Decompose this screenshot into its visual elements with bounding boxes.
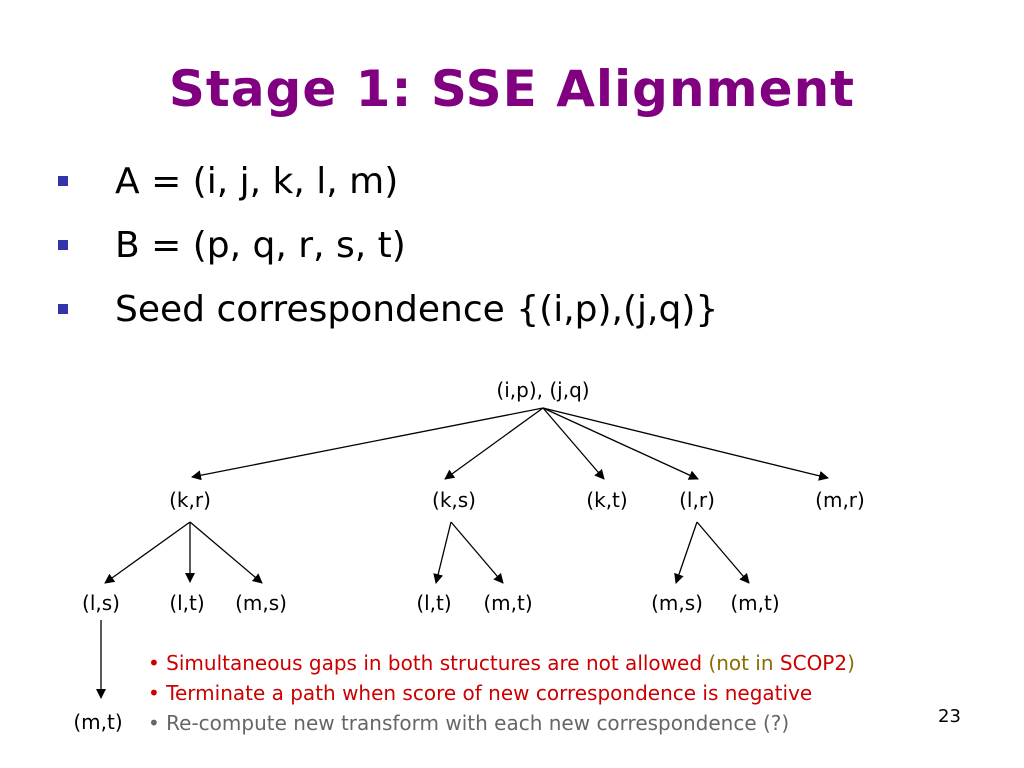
edge-root-kr <box>191 407 544 481</box>
square-bullet-icon <box>58 304 68 314</box>
tree-node-mt-leaf: (m,t) <box>73 710 123 734</box>
edge-kr-ms <box>189 521 263 584</box>
bullet-list: A = (i, j, k, l, m) B = (p, q, r, s, t) … <box>55 158 718 350</box>
tree-node-mt-2: (m,t) <box>730 591 780 615</box>
edge-root-kt <box>542 407 605 480</box>
tree-node-kr: (k,r) <box>169 488 211 512</box>
tree-node-ms: (m,s) <box>235 591 287 615</box>
tree-node-lr: (l,r) <box>679 488 715 512</box>
tree-node-lt-2: (l,t) <box>416 591 452 615</box>
tree-node-ls: (l,s) <box>82 591 120 615</box>
page-number: 23 <box>938 706 961 727</box>
square-bullet-icon <box>58 240 68 250</box>
note-1-paren-open: (not in <box>708 651 780 675</box>
note-1-text: • Simultaneous gaps in both structures a… <box>148 651 709 675</box>
note-1: • Simultaneous gaps in both structures a… <box>148 650 855 680</box>
tree-node-lt: (l,t) <box>169 591 205 615</box>
edge-root-lr <box>542 407 699 480</box>
tree-node-kt: (k,t) <box>586 488 628 512</box>
edge-ks-lt <box>433 521 452 584</box>
bullet-text: Seed correspondence {(i,p),(j,q)} <box>115 289 719 330</box>
edge-root-mr <box>542 407 829 481</box>
tree-node-ms-2: (m,s) <box>651 591 703 615</box>
note-1-scop: SCOP2 <box>779 651 848 675</box>
tree-node-mr: (m,r) <box>815 488 865 512</box>
note-1-paren-close: ) <box>847 651 855 675</box>
tree-node-ks: (k,s) <box>432 488 476 512</box>
notes-block: • Simultaneous gaps in both structures a… <box>148 650 855 740</box>
slide-title: Stage 1: SSE Alignment <box>168 60 856 118</box>
bullet-item: A = (i, j, k, l, m) <box>55 158 718 222</box>
bullet-text: B = (p, q, r, s, t) <box>115 225 406 266</box>
edge-lr-mt <box>696 521 750 584</box>
tree-node-mt: (m,t) <box>483 591 533 615</box>
edge-lr-ms <box>674 521 698 584</box>
note-3: • Re-compute new transform with each new… <box>148 711 790 735</box>
edge-kr-ls <box>104 521 191 584</box>
bullet-item: B = (p, q, r, s, t) <box>55 222 718 286</box>
bullet-text: A = (i, j, k, l, m) <box>115 161 399 202</box>
tree-node-root: (i,p), (j,q) <box>496 378 590 402</box>
edge-root-ks <box>444 407 544 480</box>
square-bullet-icon <box>58 176 68 186</box>
note-2: • Terminate a path when score of new cor… <box>148 681 813 705</box>
edge-ks-mt <box>450 521 504 584</box>
bullet-item: Seed correspondence {(i,p),(j,q)} <box>55 286 718 350</box>
